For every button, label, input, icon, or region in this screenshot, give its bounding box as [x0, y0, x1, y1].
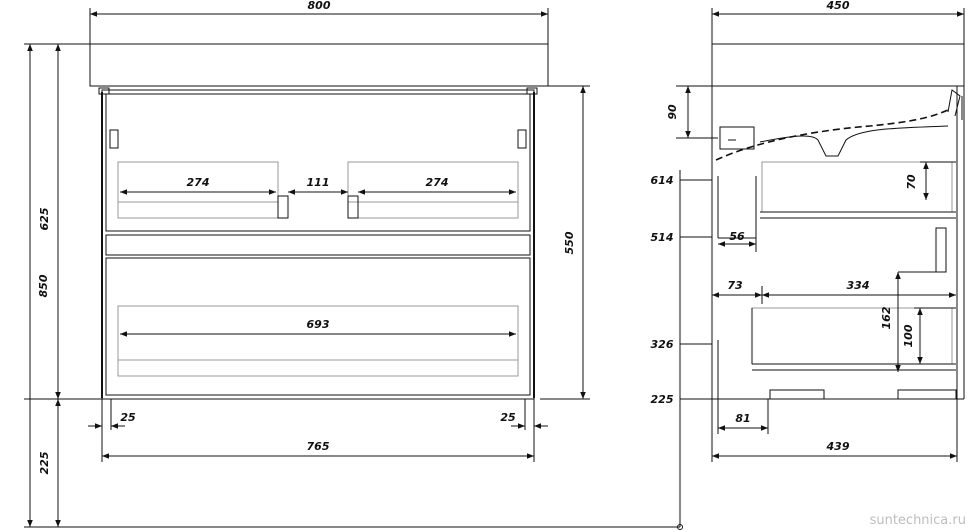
dim-cabinet-height: 625	[38, 207, 51, 230]
front-lower-drawer	[105, 257, 531, 396]
level-614: 614	[651, 174, 674, 187]
dim-lower-drawer-width: 693	[307, 318, 330, 331]
dim-upper-gap: 111	[307, 176, 330, 189]
dim-lower-inner-height: 100	[902, 324, 915, 347]
front-carcass	[101, 89, 535, 400]
dim-right-offset: 25	[500, 411, 516, 424]
dim-upper-right-width: 274	[426, 176, 449, 189]
dim-cutout-width: 56	[729, 230, 745, 243]
dim-lower-drawer-depth: 334	[847, 279, 870, 292]
level-225: 225	[651, 393, 674, 406]
dim-bottom-offset: 81	[735, 412, 750, 425]
dim-top-depth: 450	[826, 0, 850, 12]
dim-upper-drawer-height: 70	[905, 174, 918, 190]
dim-carcass-height: 550	[563, 231, 576, 254]
front-upper-drawer	[105, 93, 531, 232]
dim-carcass-width: 765	[307, 440, 330, 453]
dim-lower-drawer-height: 162	[880, 306, 893, 329]
side-upper-drawer	[761, 161, 953, 213]
dim-lower-offset: 73	[727, 279, 743, 292]
dim-carcass-depth: 439	[826, 440, 850, 453]
side-lower-drawer	[751, 307, 953, 365]
dim-legs-height: 225	[38, 451, 51, 474]
dim-left-offset: 25	[120, 411, 136, 424]
side-basin-outline	[715, 109, 949, 161]
dim-total-height: 850	[37, 274, 50, 297]
level-326: 326	[651, 338, 674, 351]
dim-upper-left-width: 274	[187, 176, 210, 189]
dim-top-width: 800	[308, 0, 331, 12]
front-countertop	[89, 43, 549, 87]
side-siphon	[719, 126, 755, 150]
front-view: 800 850 625 225 550 274 111 274 693	[24, 0, 680, 528]
watermark: suntechnica.ru	[870, 513, 966, 528]
level-514: 514	[651, 231, 674, 244]
dim-siphon-height: 90	[666, 104, 679, 120]
side-countertop	[711, 43, 965, 87]
side-view: 90 614 514 326 225 70 56 73 334	[651, 0, 965, 530]
